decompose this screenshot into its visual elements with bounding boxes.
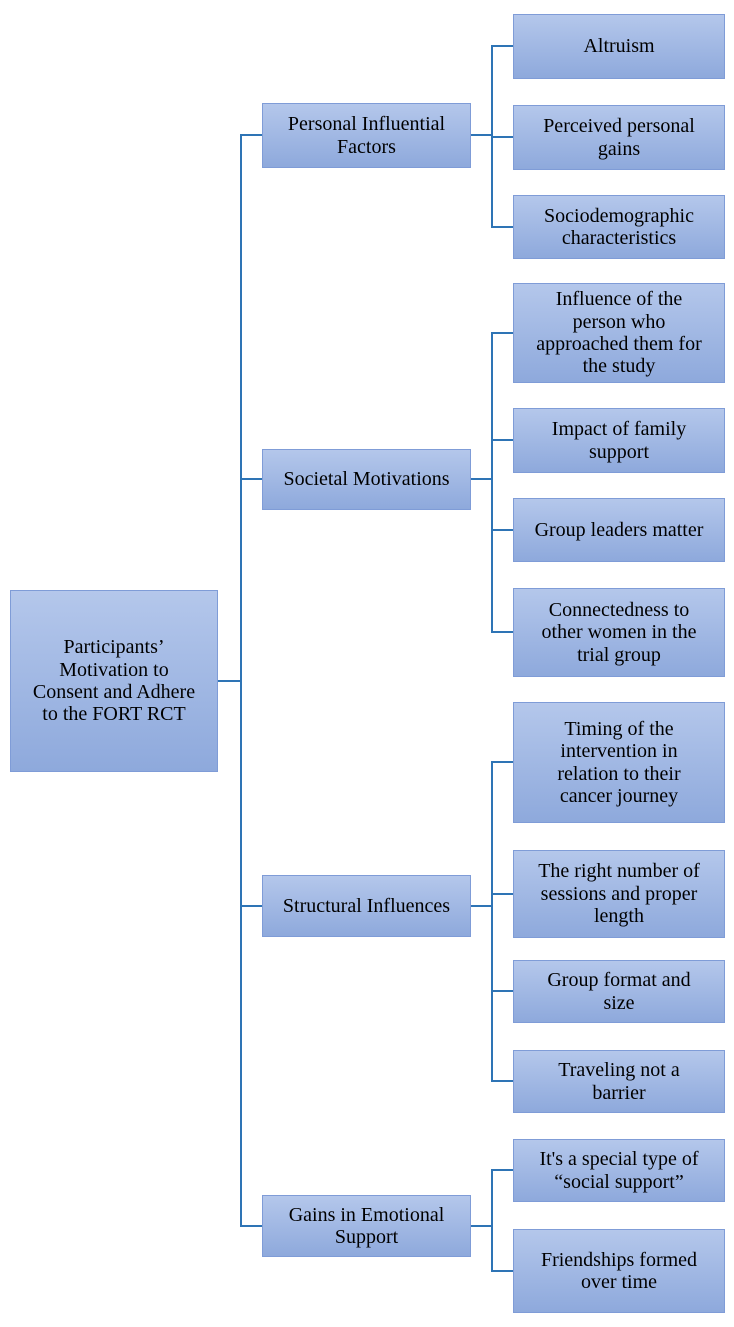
leaf-node-label: Sociodemographic characteristics: [544, 204, 694, 249]
leaf-node-label: Timing of the intervention in relation t…: [557, 717, 681, 807]
connector-line-leaf1-0-stub: [491, 332, 513, 334]
leaf-node-label: Connectedness to other women in the tria…: [541, 598, 697, 666]
connector-line-leaf3-0-stub: [491, 1169, 513, 1171]
root-node-label: Participants’ Motivation to Consent and …: [32, 636, 196, 726]
branch-node-label: Personal Influential Factors: [287, 113, 446, 158]
leaf-node-connectedness-to-other-women: Connectedness to other women in the tria…: [513, 588, 725, 677]
connector-line-branch2-left-stub: [240, 905, 262, 907]
leaf-node-right-number-of-sessions: The right number of sessions and proper …: [513, 850, 725, 938]
leaf-node-label: Group format and size: [547, 969, 691, 1014]
leaf-node-group-leaders-matter: Group leaders matter: [513, 498, 725, 562]
leaf-node-label: Altruism: [583, 35, 655, 58]
branch-node-personal-influential-factors: Personal Influential Factors: [262, 103, 471, 168]
branch-node-label: Structural Influences: [282, 894, 451, 917]
leaf-node-special-type-of-social-support: It's a special type of “social support”: [513, 1139, 725, 1202]
leaf-node-perceived-personal-gains: Perceived personal gains: [513, 105, 725, 170]
leaf-node-impact-of-family-support: Impact of family support: [513, 408, 725, 473]
connector-line-leaf0-0-stub: [491, 45, 513, 47]
leaf-node-traveling-not-a-barrier: Traveling not a barrier: [513, 1050, 725, 1113]
connector-line-leaf0-1-stub: [491, 136, 513, 138]
leaf-node-group-format-and-size: Group format and size: [513, 960, 725, 1023]
leaf-node-label: The right number of sessions and proper …: [538, 860, 700, 928]
connector-line-leaf0-2-stub: [491, 226, 513, 228]
leaf-node-influence-of-person-who-approached: Influence of the person who approached t…: [513, 283, 725, 383]
leaf-node-altruism: Altruism: [513, 14, 725, 79]
connector-line-branch1-left-stub: [240, 478, 262, 480]
branch-node-structural-influences: Structural Influences: [262, 875, 471, 937]
connector-line-branch0-right-stub: [471, 134, 493, 136]
leaf-node-label: Traveling not a barrier: [558, 1059, 680, 1104]
leaf-node-label: Impact of family support: [551, 418, 687, 463]
leaf-node-timing-of-intervention: Timing of the intervention in relation t…: [513, 702, 725, 823]
leaf-node-friendships-formed-over-time: Friendships formed over time: [513, 1229, 725, 1313]
connector-line-leaf2-3-stub: [491, 1080, 513, 1082]
connector-line-leaf1-2-stub: [491, 529, 513, 531]
branch-node-gains-in-emotional-support: Gains in Emotional Support: [262, 1195, 471, 1257]
connector-line-branch1-trunk: [491, 332, 493, 633]
connector-line-branch3-trunk: [491, 1169, 493, 1272]
branch-node-label: Gains in Emotional Support: [288, 1203, 445, 1248]
root-node: Participants’ Motivation to Consent and …: [10, 590, 218, 772]
connector-line-branch2-trunk: [491, 761, 493, 1082]
leaf-node-label: Friendships formed over time: [540, 1248, 698, 1293]
connector-line-leaf1-1-stub: [491, 439, 513, 441]
connector-line-branch2-right-stub: [471, 905, 493, 907]
connector-line-branch1-right-stub: [471, 478, 493, 480]
branch-node-label: Societal Motivations: [283, 468, 450, 491]
connector-line-leaf3-1-stub: [491, 1270, 513, 1272]
connector-line-leaf2-2-stub: [491, 990, 513, 992]
leaf-node-label: Influence of the person who approached t…: [536, 288, 702, 378]
connector-line-main-trunk: [240, 134, 242, 1227]
leaf-node-sociodemographic-characteristics: Sociodemographic characteristics: [513, 195, 725, 259]
connector-line-leaf2-1-stub: [491, 893, 513, 895]
connector-line-leaf1-3-stub: [491, 631, 513, 633]
connector-line-branch0-left-stub: [240, 134, 262, 136]
leaf-node-label: Perceived personal gains: [543, 115, 695, 160]
leaf-node-label: It's a special type of “social support”: [539, 1148, 699, 1193]
branch-node-societal-motivations: Societal Motivations: [262, 449, 471, 510]
connector-line-branch3-right-stub: [471, 1225, 493, 1227]
connector-line-leaf2-0-stub: [491, 761, 513, 763]
leaf-node-label: Group leaders matter: [534, 518, 704, 541]
connector-line-root-stub: [218, 680, 242, 682]
connector-line-branch3-left-stub: [240, 1225, 262, 1227]
